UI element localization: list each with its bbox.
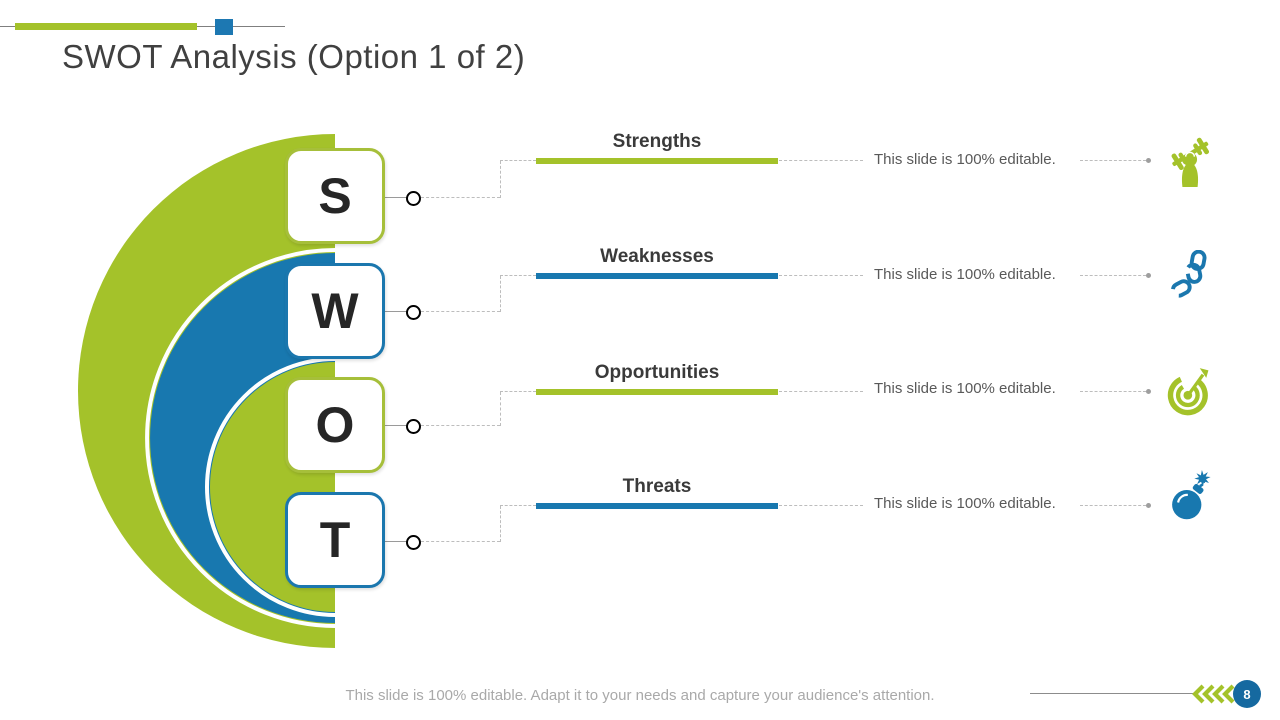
connector-dash	[500, 505, 536, 506]
connector-ring	[406, 305, 421, 320]
dumbbell-strength-icon	[1171, 137, 1210, 187]
connector-dash	[1080, 505, 1146, 506]
letter-t: T	[319, 512, 351, 568]
letter-box-w: W	[285, 263, 385, 359]
footer-note: This slide is 100% editable. Adapt it to…	[345, 687, 935, 704]
underline-bar	[536, 503, 778, 509]
connector-dot	[1146, 273, 1151, 278]
heading-threats: Threats	[622, 476, 692, 497]
page-title: SWOT Analysis (Option 1 of 2)	[62, 38, 526, 75]
target-arrow-icon	[1167, 368, 1209, 416]
connector-dot	[1146, 389, 1151, 394]
connector-ring	[406, 419, 421, 434]
editable-note: This slide is 100% editable.	[874, 380, 1056, 397]
underline-bar	[536, 389, 778, 395]
connector-dash	[500, 161, 501, 198]
connector-dash	[779, 505, 863, 506]
footer-line	[1030, 693, 1196, 694]
connector-dot	[1146, 503, 1151, 508]
letter-box-t: T	[285, 492, 385, 588]
connector-line	[385, 311, 407, 312]
connector-dot	[1146, 158, 1151, 163]
letter-s: S	[318, 168, 352, 224]
connector-line	[385, 197, 407, 198]
editable-note: This slide is 100% editable.	[874, 495, 1056, 512]
underline-bar	[536, 158, 778, 164]
editable-note: This slide is 100% editable.	[874, 151, 1056, 168]
editable-note: This slide is 100% editable.	[874, 266, 1056, 283]
connector-dash	[779, 391, 863, 392]
connector-line	[385, 541, 407, 542]
connector-dash	[500, 391, 536, 392]
connector-dash	[500, 506, 501, 542]
top-accent-green-bar	[15, 23, 197, 30]
connector-dash	[421, 311, 500, 312]
connector-ring	[406, 535, 421, 550]
connector-dash	[421, 197, 500, 198]
page-number-badge: 8	[1233, 680, 1261, 708]
top-accent-blue-square	[215, 19, 233, 35]
connector-dash	[500, 160, 536, 161]
connector-dash	[500, 276, 501, 312]
connector-dash	[500, 275, 536, 276]
connector-dash	[1080, 391, 1146, 392]
connector-dash	[1080, 160, 1146, 161]
connector-dash	[421, 425, 500, 426]
connector-dash	[779, 160, 863, 161]
chevrons-icon	[1192, 684, 1235, 704]
connector-ring	[406, 191, 421, 206]
letter-o: O	[315, 397, 355, 453]
connector-line	[385, 425, 407, 426]
bomb-icon	[1172, 470, 1211, 520]
underline-bar	[536, 273, 778, 279]
heading-strengths: Strengths	[612, 131, 702, 152]
connector-dash	[500, 392, 501, 426]
broken-chain-icon	[1171, 250, 1207, 298]
connector-dash	[1080, 275, 1146, 276]
letter-w: W	[311, 283, 359, 339]
heading-weaknesses: Weaknesses	[600, 246, 714, 267]
letter-box-o: O	[285, 377, 385, 473]
letter-box-s: S	[285, 148, 385, 244]
connector-dash	[421, 541, 500, 542]
connector-dash	[779, 275, 863, 276]
heading-opportunities: Opportunities	[594, 362, 720, 383]
